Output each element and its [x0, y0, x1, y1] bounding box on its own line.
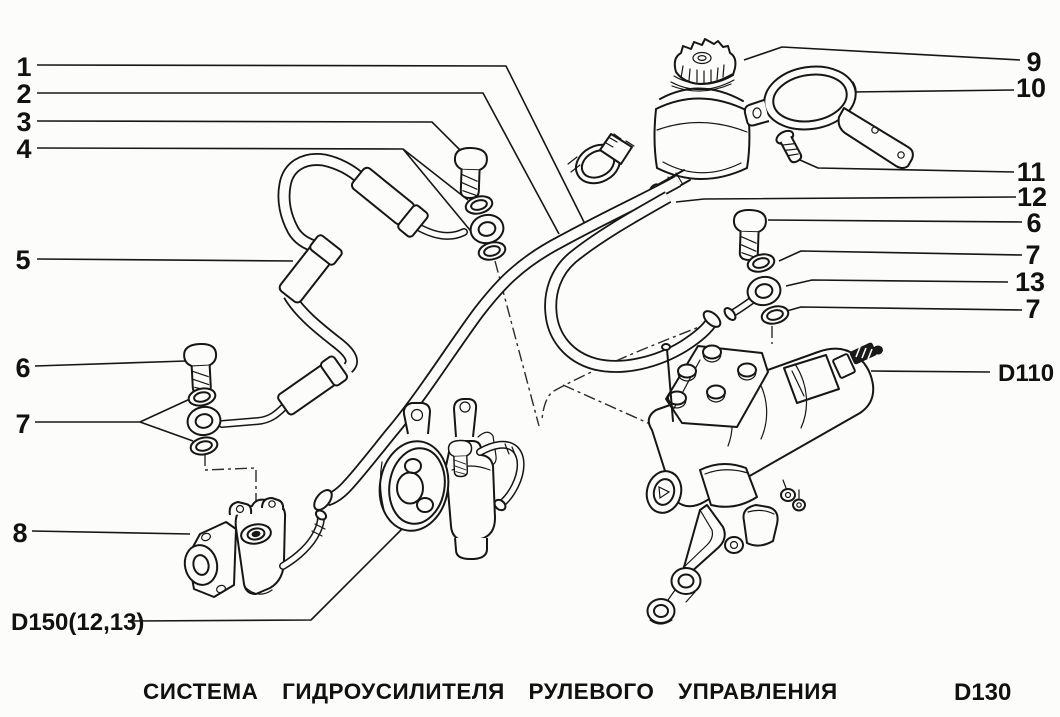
- gear-side-cover: [742, 504, 779, 547]
- gear-stud: [666, 348, 674, 422]
- leader-d150: [131, 526, 405, 622]
- gear-port-upper: [780, 488, 796, 502]
- footer: СИСТЕМА ГИДРОУСИЛИТЕЛЯ РУЛЕВОГО УПРАВЛЕН…: [143, 679, 1011, 706]
- leader-lines: [31, 46, 1023, 622]
- suction-hose-drawing: [313, 175, 682, 511]
- ref-label-d150: D150(12,13): [11, 609, 144, 636]
- worm-clamp-drawing: [567, 133, 635, 185]
- return-hose-drawing: [544, 191, 722, 373]
- leader-7-right-lower: [782, 306, 1023, 313]
- callout-12: 12: [1017, 182, 1047, 212]
- pump-ear-left: [402, 402, 431, 435]
- return-hose-cut-end: [702, 310, 722, 328]
- callout-4: 4: [16, 134, 31, 164]
- banjo-fitting-center: [466, 210, 508, 248]
- pump-side-drawing: [183, 497, 328, 598]
- leader-4: [36, 147, 480, 242]
- leader-d110: [870, 370, 991, 373]
- gear-valve-block: [783, 354, 840, 404]
- washer-left-lower: [188, 434, 220, 458]
- centerline-left-washers: [204, 454, 257, 523]
- leader-2: [37, 92, 560, 235]
- reservoir-drawing: [648, 38, 751, 199]
- callout-labels: 1 2 3 4 5 6 7 8 9 10 11 12 6 7 13 7 D110…: [11, 47, 1054, 636]
- ref-label-d110: D110: [998, 360, 1054, 387]
- leader-5: [36, 258, 294, 262]
- sheet-code: D130: [954, 679, 1011, 706]
- center-banjo-stack: [452, 146, 509, 264]
- callout-6-left: 6: [15, 353, 30, 383]
- banjo-bolt-right: [731, 208, 768, 262]
- washer-left-upper: [186, 385, 218, 409]
- leader-7-left: [35, 398, 194, 442]
- steering-gear-drawing: [645, 342, 883, 625]
- reservoir-clamp-bracket-drawing: [743, 65, 914, 169]
- clamp-arm: [837, 107, 914, 169]
- banjo-bolt-center: [452, 146, 489, 200]
- suction-hose-cut-end: [313, 489, 333, 511]
- washer-right-lower: [758, 302, 792, 328]
- callout-2: 2: [16, 79, 31, 109]
- pitman-arm: [683, 504, 726, 574]
- callout-10: 10: [1016, 73, 1046, 103]
- clamp-tab: [743, 99, 770, 127]
- callout-7-right-lower: 7: [1025, 294, 1040, 324]
- pressure-hose-drawing: [218, 152, 468, 428]
- gear-port-lower: [792, 498, 806, 512]
- leader-6-right: [767, 219, 1023, 223]
- centerline-return-hose: [541, 321, 713, 421]
- reservoir-cap-knurl: [680, 64, 725, 84]
- leader-8: [31, 530, 191, 535]
- callout-8: 8: [12, 518, 27, 548]
- leader-12: [675, 196, 1017, 203]
- pump-pulley-edge: [183, 544, 219, 586]
- callout-7-left: 7: [15, 409, 30, 439]
- reservoir-body: [653, 87, 751, 180]
- gear-end-cap: [645, 470, 683, 514]
- leader-6-left: [34, 360, 187, 367]
- callout-1: 1: [16, 52, 31, 82]
- banjo-fitting-left: [184, 403, 224, 439]
- gear-lower-shell: [699, 463, 758, 508]
- callout-5: 5: [15, 245, 30, 275]
- gear-input-collar: [832, 353, 856, 379]
- right-banjo-stack: [723, 208, 792, 328]
- clamp-bolt: [775, 129, 803, 164]
- callout-6-right: 6: [1026, 208, 1041, 238]
- pitman-eye-lower: [646, 598, 676, 624]
- pump-pulley: [378, 440, 450, 532]
- leader-9: [743, 46, 1021, 61]
- callout-11: 11: [1017, 157, 1046, 187]
- leader-10: [849, 89, 1015, 93]
- leader-7-right-upper: [778, 250, 1023, 262]
- leader-11: [799, 159, 1015, 173]
- callout-9: 9: [1026, 47, 1041, 77]
- callout-3: 3: [16, 107, 31, 137]
- leader-13: [785, 279, 1009, 287]
- pitman-eye-upper: [670, 567, 702, 595]
- pump-ear-right: [453, 398, 478, 438]
- diagram-title: СИСТЕМА ГИДРОУСИЛИТЕЛЯ РУЛЕВОГО УПРАВЛЕН…: [143, 679, 838, 704]
- worm-clamp-screw-housing: [599, 133, 633, 165]
- pump-front-drawing: [378, 398, 525, 560]
- callout-13: 13: [1015, 267, 1045, 297]
- leader-3: [36, 120, 462, 152]
- callout-7-right-upper: 7: [1025, 240, 1040, 270]
- leader-1: [36, 64, 586, 225]
- banjo-bolt-left: [182, 342, 220, 396]
